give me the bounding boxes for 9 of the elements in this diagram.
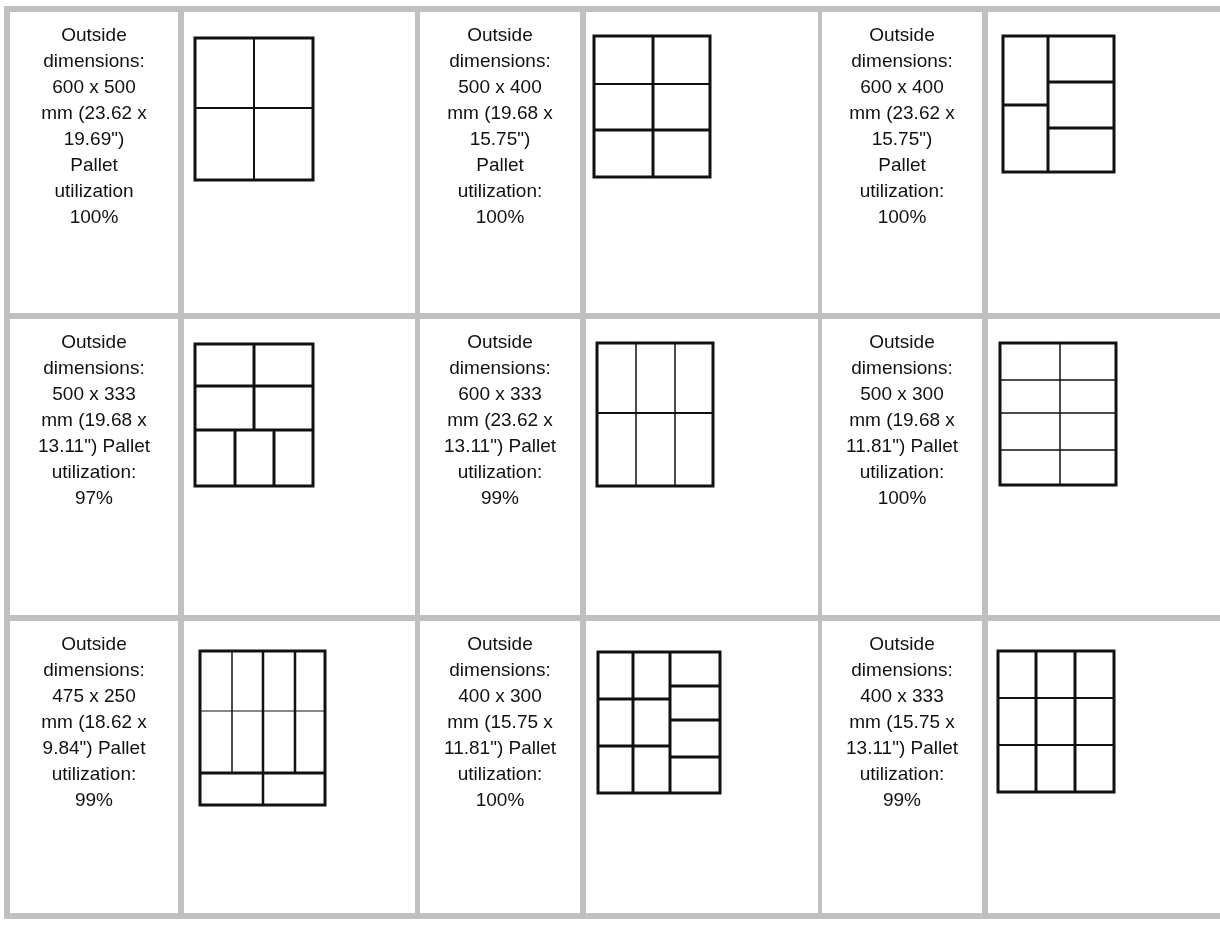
cell-text: Outside dimensions: 500 x 400 mm (19.68 x 15.75") Pallet utilization: 100% [446, 23, 554, 229]
cell-text: Outside dimensions: 500 x 333 mm (19.68 x 13.11") Pallet utilization: 97% [38, 330, 150, 510]
cell-text: Outside dimensions: 600 x 333 mm (23.62 x 13.11") Pallet utilization: 99% [444, 330, 556, 510]
cell-text: Outside dimensions: 500 x 300 mm (19.68 x 11.81") Pallet utilization: 100% [846, 330, 958, 510]
cell-text: Outside dimensions: 400 x 333 mm (15.75 x 13.11") Pallet utilization: 99% [846, 632, 958, 812]
cell-text: Outside dimensions: 475 x 250 mm (18.62 x 9.84") Pallet utilization: 99% [40, 632, 148, 812]
cell-text: Outside dimensions: 600 x 500 mm (23.62 x 19.69") Pallet utilization 100% [40, 23, 148, 229]
cell-text: Outside dimensions: 400 x 300 mm (15.75 x 11.81") Pallet utilization: 100% [444, 632, 556, 812]
cell-text: Outside dimensions: 600 x 400 mm (23.62 x 15.75") Pallet utilization: 100% [848, 23, 956, 229]
